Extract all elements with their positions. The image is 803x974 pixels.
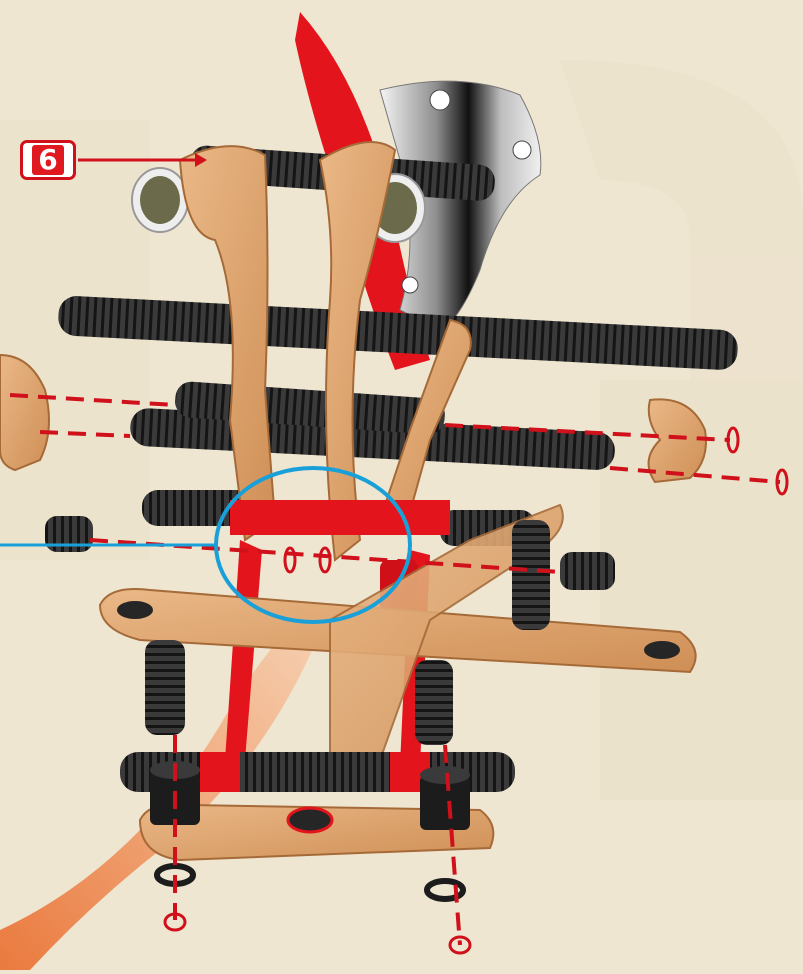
spring-back — [512, 520, 550, 630]
short-rod-left — [45, 516, 93, 552]
spring-left — [145, 640, 185, 735]
short-rod-right — [560, 552, 615, 590]
spring-right — [415, 660, 453, 745]
cap-upper-right — [644, 641, 680, 659]
cap-upper-left — [117, 601, 153, 619]
step-number-badge: 6 — [20, 140, 76, 180]
headlight-left — [132, 168, 188, 232]
step-number: 6 — [32, 145, 63, 175]
cap-center — [288, 808, 332, 832]
cup-right — [420, 766, 470, 830]
